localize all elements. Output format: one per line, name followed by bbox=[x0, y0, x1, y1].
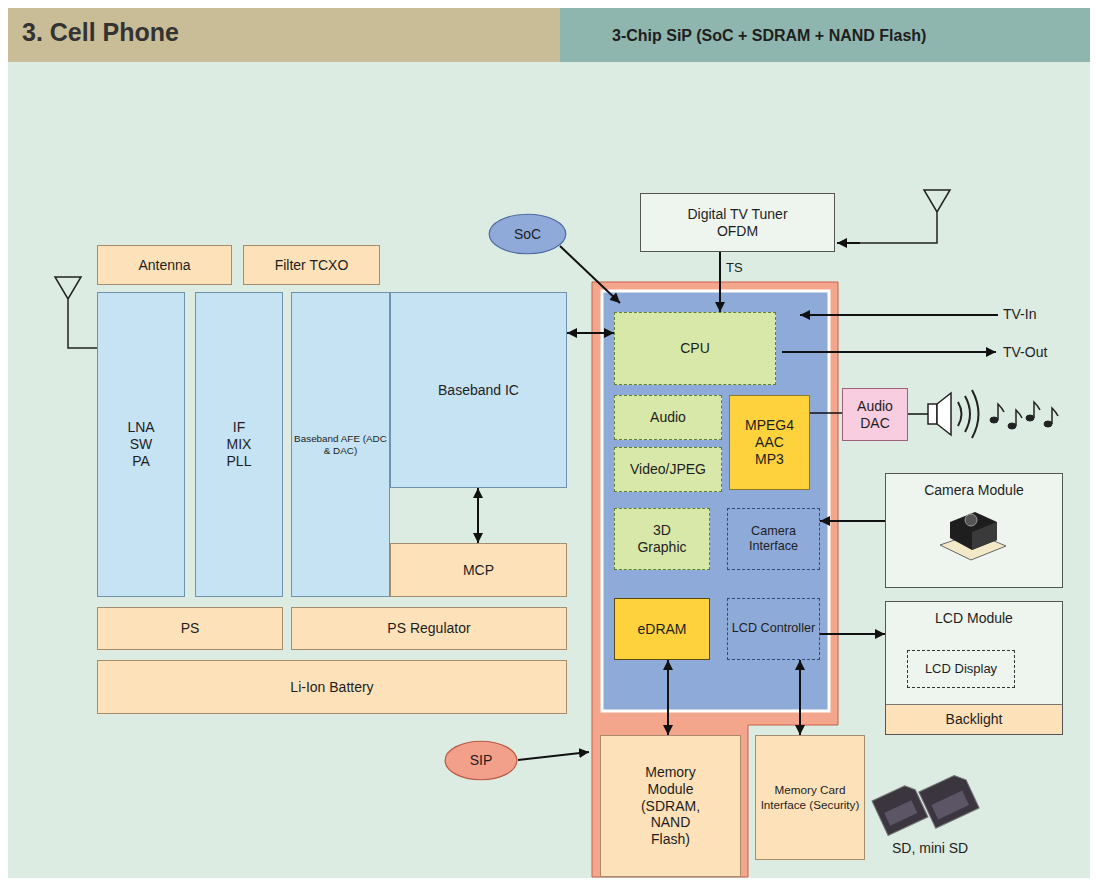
box-label: Digital TV Tuner OFDM bbox=[678, 206, 798, 240]
signal-name: TS bbox=[726, 260, 743, 276]
box-label: 3D Graphic bbox=[631, 522, 693, 556]
connector bbox=[567, 332, 614, 334]
connector bbox=[820, 520, 885, 522]
component-box: MCP bbox=[390, 543, 567, 597]
callout-ellipse: SIP bbox=[444, 740, 518, 781]
connector bbox=[810, 412, 842, 414]
box-label: Backlight bbox=[946, 711, 1003, 728]
component-box: Antenna bbox=[97, 245, 232, 285]
connector bbox=[799, 660, 801, 735]
baseband-chip: Baseband IC bbox=[390, 292, 567, 488]
backlight-band: Backlight bbox=[886, 704, 1062, 734]
box-label: Filter TCXO bbox=[275, 257, 349, 274]
soc-block: Audio bbox=[614, 395, 722, 440]
box-label: PS bbox=[181, 620, 200, 637]
soc-block: Video/JPEG bbox=[614, 447, 722, 492]
connector bbox=[820, 633, 885, 635]
page-ground bbox=[8, 8, 1090, 878]
diagram-title: 3. Cell Phone bbox=[22, 17, 179, 47]
soc-block: CPU bbox=[614, 312, 776, 385]
subtitle-band bbox=[560, 8, 1090, 62]
memory-block: eDRAM bbox=[614, 598, 710, 660]
box-label: Audio bbox=[650, 409, 686, 426]
component-box: PS Regulator bbox=[291, 607, 567, 650]
box-label: Antenna bbox=[138, 257, 190, 274]
box-label: MPEG4 AAC MP3 bbox=[742, 417, 798, 467]
connector bbox=[477, 488, 479, 543]
camera-picture bbox=[940, 512, 1006, 560]
component-box: PS bbox=[97, 607, 283, 650]
box-label: Video/JPEG bbox=[630, 461, 706, 478]
box-label: SoC bbox=[514, 226, 541, 243]
component-box: Filter TCXO bbox=[243, 245, 380, 285]
music-notes bbox=[990, 402, 1058, 429]
rf-block: LNA SW PA bbox=[97, 292, 185, 597]
soc-die-region bbox=[602, 291, 829, 711]
box-label: Memory Card Interface (Security) bbox=[756, 783, 864, 811]
antenna-arrow bbox=[837, 242, 860, 244]
box-label: LNA SW PA bbox=[123, 419, 159, 469]
rf-block: IF MIX PLL bbox=[195, 292, 283, 597]
soc-block: 3D Graphic bbox=[614, 508, 710, 570]
box-label: IF MIX PLL bbox=[221, 419, 257, 469]
box-label: SIP bbox=[470, 752, 493, 769]
module-box: Camera Module bbox=[885, 473, 1063, 588]
signal-arrow bbox=[782, 351, 996, 353]
card-interface: Memory Card Interface (Security) bbox=[755, 735, 865, 860]
box-label: Baseband AFE (ADC & DAC) bbox=[292, 433, 389, 457]
box-label: Audio DAC bbox=[852, 398, 898, 432]
rf-block: Baseband AFE (ADC & DAC) bbox=[291, 292, 390, 597]
display-box: LCD Display bbox=[907, 650, 1015, 688]
antenna-symbol bbox=[55, 277, 97, 348]
box-label: LCD Controller bbox=[732, 621, 815, 636]
callout-arrow bbox=[560, 246, 620, 303]
signal-arrow bbox=[800, 314, 998, 316]
battery-box: Li-Ion Battery bbox=[97, 660, 567, 714]
speaker-icon bbox=[928, 390, 979, 438]
box-label: Memory Module (SDRAM, NAND Flash) bbox=[630, 764, 712, 848]
box-label: Li-Ion Battery bbox=[290, 679, 373, 696]
box-label: Camera Interface bbox=[728, 524, 819, 554]
dac-box: Audio DAC bbox=[842, 388, 908, 441]
box-label: LCD Display bbox=[925, 661, 997, 677]
sd-card-picture bbox=[872, 772, 979, 836]
connector bbox=[719, 252, 721, 312]
subtitle-text: 3-Chip SiP (SoC + SDRAM + NAND Flash) bbox=[612, 26, 926, 45]
interface-block: LCD Controller bbox=[727, 598, 820, 660]
title-band bbox=[8, 8, 560, 62]
speaker-wire bbox=[908, 413, 928, 415]
tuner-box: Digital TV Tuner OFDM bbox=[640, 193, 835, 252]
connector bbox=[667, 660, 669, 735]
callout-ellipse: SoC bbox=[488, 213, 567, 255]
callout-arrow bbox=[518, 752, 589, 760]
box-label: eDRAM bbox=[637, 621, 686, 638]
box-label: PS Regulator bbox=[387, 620, 470, 637]
box-label: Baseband IC bbox=[438, 382, 519, 399]
interface-block: Camera Interface bbox=[727, 508, 820, 570]
signal-name: TV-Out bbox=[1003, 344, 1047, 361]
box-label: Camera Module bbox=[924, 482, 1024, 499]
box-label: LCD Module bbox=[935, 610, 1013, 627]
antenna-symbol bbox=[838, 190, 950, 243]
box-label: MCP bbox=[463, 562, 494, 579]
memory-module: Memory Module (SDRAM, NAND Flash) bbox=[600, 735, 741, 877]
box-label: CPU bbox=[680, 340, 710, 357]
part-name: SD, mini SD bbox=[892, 840, 968, 857]
codec-block: MPEG4 AAC MP3 bbox=[729, 395, 810, 490]
signal-name: TV-In bbox=[1003, 306, 1036, 323]
module-box: LCD ModuleLCD DisplayBacklight bbox=[885, 601, 1063, 735]
